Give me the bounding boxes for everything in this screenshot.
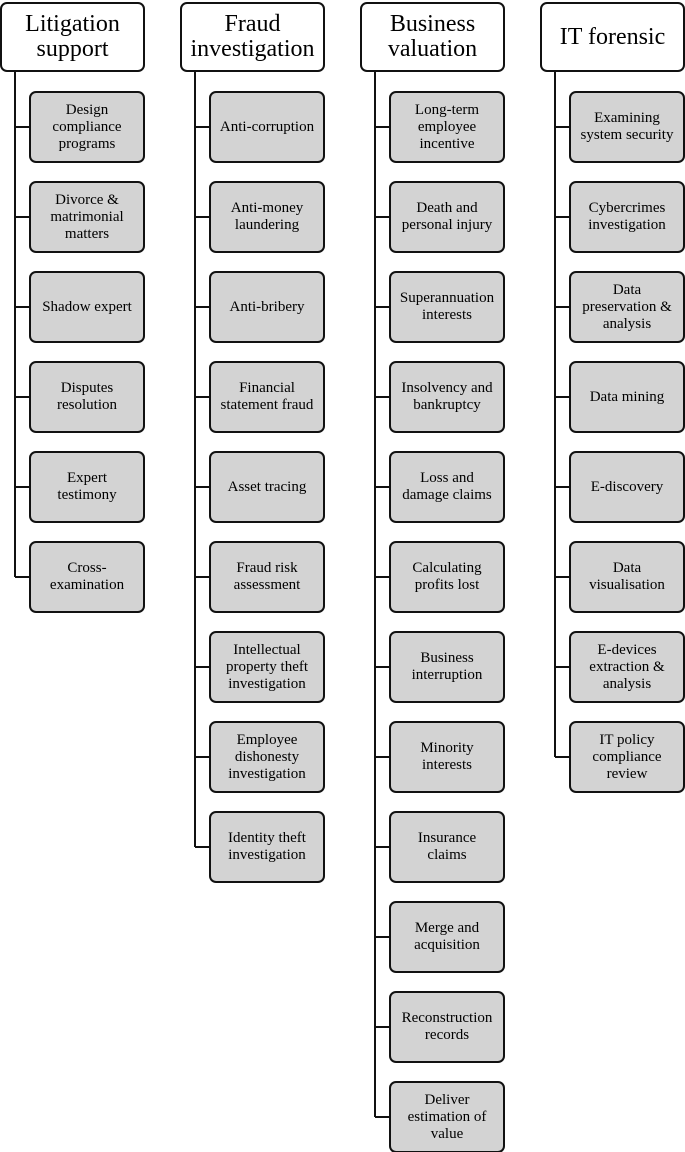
node-anti-money-laundering: Anti-money laundering bbox=[209, 181, 325, 253]
node-intellectual-property-theft-investigation: Intellectual property theft investigatio… bbox=[209, 631, 325, 703]
node-fraud-risk-assessment: Fraud risk assessment bbox=[209, 541, 325, 613]
node-it-policy-compliance-review: IT policy compliance review bbox=[569, 721, 685, 793]
node-insolvency-and-bankruptcy: Insolvency and bankruptcy bbox=[389, 361, 505, 433]
node-e-devices-extraction-analysis: E-devices extraction & analysis bbox=[569, 631, 685, 703]
node-divorce-matrimonial-matters: Divorce & matrimonial matters bbox=[29, 181, 145, 253]
node-calculating-profits-lost: Calculating profits lost bbox=[389, 541, 505, 613]
column-header-it-forensic: IT forensic bbox=[540, 2, 685, 72]
node-data-preservation-analysis: Data preservation & analysis bbox=[569, 271, 685, 343]
node-deliver-estimation-of-value: Deliver estimation of value bbox=[389, 1081, 505, 1152]
node-data-visualisation: Data visualisation bbox=[569, 541, 685, 613]
node-design-compliance-programs: Design compliance programs bbox=[29, 91, 145, 163]
node-long-term-employee-incentive: Long-term employee incentive bbox=[389, 91, 505, 163]
node-financial-statement-fraud: Financial statement fraud bbox=[209, 361, 325, 433]
node-insurance-claims: Insurance claims bbox=[389, 811, 505, 883]
node-shadow-expert: Shadow expert bbox=[29, 271, 145, 343]
node-asset-tracing: Asset tracing bbox=[209, 451, 325, 523]
column-header-fraud-investigation: Fraud investigation bbox=[180, 2, 325, 72]
node-anti-bribery: Anti-bribery bbox=[209, 271, 325, 343]
node-expert-testimony: Expert testimony bbox=[29, 451, 145, 523]
node-death-and-personal-injury: Death and personal injury bbox=[389, 181, 505, 253]
node-e-discovery: E-discovery bbox=[569, 451, 685, 523]
node-superannuation-interests: Superannuation interests bbox=[389, 271, 505, 343]
node-business-interruption: Business interruption bbox=[389, 631, 505, 703]
node-cybercrimes-investigation: Cybercrimes investigation bbox=[569, 181, 685, 253]
node-merge-and-acquisition: Merge and acquisition bbox=[389, 901, 505, 973]
node-data-mining: Data mining bbox=[569, 361, 685, 433]
node-cross-examination: Cross-examination bbox=[29, 541, 145, 613]
node-employee-dishonesty-investigation: Employee dishonesty investigation bbox=[209, 721, 325, 793]
node-examining-system-security: Examining system security bbox=[569, 91, 685, 163]
node-minority-interests: Minority interests bbox=[389, 721, 505, 793]
node-disputes-resolution: Disputes resolution bbox=[29, 361, 145, 433]
node-anti-corruption: Anti-corruption bbox=[209, 91, 325, 163]
column-header-litigation-support: Litigation support bbox=[0, 2, 145, 72]
node-identity-theft-investigation: Identity theft investigation bbox=[209, 811, 325, 883]
node-reconstruction-records: Reconstruction records bbox=[389, 991, 505, 1063]
node-loss-and-damage-claims: Loss and damage claims bbox=[389, 451, 505, 523]
column-header-business-valuation: Business valuation bbox=[360, 2, 505, 72]
